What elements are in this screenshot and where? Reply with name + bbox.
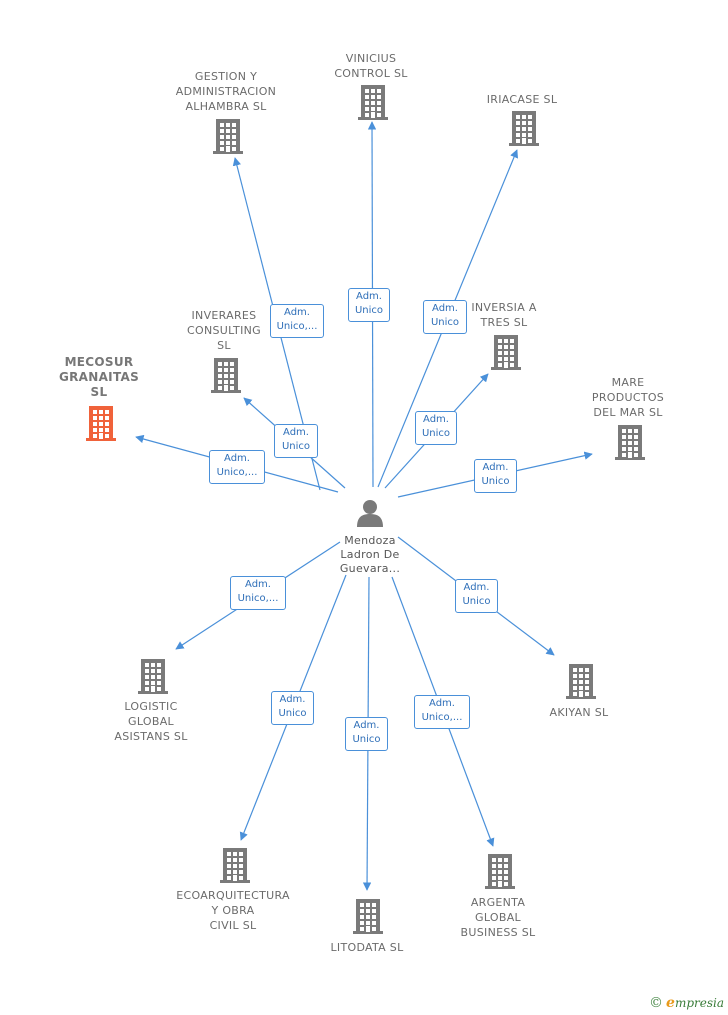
company-label-ecoarq[interactable]: ECOARQUITECTURA Y OBRA CIVIL SL <box>176 889 290 932</box>
role-badge-gestion[interactable]: Adm. Unico,... <box>270 304 324 338</box>
company-label-akiyan[interactable]: AKIYAN SL <box>549 706 609 719</box>
building-icon[interactable] <box>614 424 646 464</box>
company-label-inversia[interactable]: INVERSIA A TRES SL <box>471 301 537 329</box>
company-label-iriacase[interactable]: IRIACASE SL <box>486 93 558 106</box>
building-icon[interactable] <box>357 84 389 124</box>
copyright-symbol: © <box>649 995 664 1011</box>
brand-name: mpresia <box>674 996 724 1010</box>
building-icon[interactable] <box>508 110 540 150</box>
company-label-mecosur[interactable]: MECOSUR GRANAITAS SL <box>58 355 140 399</box>
company-label-vinicius[interactable]: VINICIUS CONTROL SL <box>334 52 408 80</box>
building-icon[interactable] <box>212 118 244 158</box>
center-person-label[interactable]: Mendoza Ladron De Guevara... <box>339 534 401 575</box>
building-icon[interactable] <box>137 658 169 698</box>
role-badge-ecoarq[interactable]: Adm. Unico <box>271 691 314 725</box>
building-icon[interactable] <box>85 405 117 445</box>
footer-brand: ©empresia <box>649 995 724 1011</box>
role-badge-inverares[interactable]: Adm. Unico <box>274 424 318 458</box>
building-icon[interactable] <box>219 847 251 887</box>
building-icon[interactable] <box>490 334 522 374</box>
role-badge-mare[interactable]: Adm. Unico <box>474 459 517 493</box>
company-label-argenta[interactable]: ARGENTA GLOBAL BUSINESS SL <box>460 896 536 939</box>
company-label-logistic[interactable]: LOGISTIC GLOBAL ASISTANS SL <box>114 700 188 743</box>
role-badge-vinicius[interactable]: Adm. Unico <box>348 288 390 322</box>
role-badge-akiyan[interactable]: Adm. Unico <box>455 579 498 613</box>
building-icon[interactable] <box>352 898 384 938</box>
brand-initial: e <box>666 995 675 1011</box>
company-label-mare[interactable]: MARE PRODUCTOS DEL MAR SL <box>591 376 665 419</box>
company-label-inverares[interactable]: INVERARES CONSULTING SL <box>187 309 261 352</box>
building-icon[interactable] <box>484 853 516 893</box>
building-icon[interactable] <box>565 663 597 703</box>
company-label-litodata[interactable]: LITODATA SL <box>330 941 404 954</box>
role-badge-iriacase[interactable]: Adm. Unico <box>423 300 467 334</box>
role-badge-logistic[interactable]: Adm. Unico,... <box>230 576 286 610</box>
role-badge-mecosur[interactable]: Adm. Unico,... <box>209 450 265 484</box>
role-badge-litodata[interactable]: Adm. Unico <box>345 717 388 751</box>
company-label-gestion[interactable]: GESTION Y ADMINISTRACION ALHAMBRA SL <box>175 70 277 113</box>
person-icon[interactable] <box>354 497 386 529</box>
building-icon[interactable] <box>210 357 242 397</box>
role-badge-inversia[interactable]: Adm. Unico <box>415 411 457 445</box>
role-badge-argenta[interactable]: Adm. Unico,... <box>414 695 470 729</box>
